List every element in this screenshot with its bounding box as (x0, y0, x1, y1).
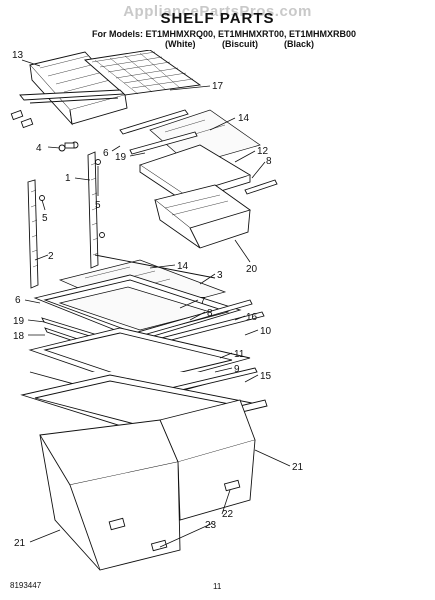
wire-shelf (83, 50, 202, 96)
crisper-pan-right (159, 399, 256, 521)
shelf-bracket-left (27, 179, 45, 289)
callout-23: 23 (205, 520, 217, 531)
shelf-bracket-right (87, 151, 105, 269)
callout-8-upper: 8 (266, 156, 272, 167)
callout-15: 15 (260, 371, 272, 382)
callout-7: 7 (200, 296, 206, 307)
upper-glass-shelf (119, 109, 278, 203)
crisper-pan-left (39, 419, 181, 571)
callout-13: 13 (12, 50, 24, 61)
callout-6-upper: 6 (103, 148, 109, 159)
variant-biscuit: (Biscuit) (222, 39, 258, 49)
callout-5-left: 5 (42, 213, 48, 224)
exploded-parts-diagram: 13 17 14 4 19 6 12 8 1 5 5 20 2 14 3 6 7… (10, 50, 304, 571)
page-number: 11 (213, 582, 222, 591)
callout-2: 2 (48, 251, 54, 262)
callout-16: 16 (246, 312, 258, 323)
callout-6-lower: 6 (15, 295, 21, 306)
callout-21-left: 21 (14, 538, 26, 549)
watermark: AppliancePartsPros.com (123, 3, 312, 20)
callout-17: 17 (212, 81, 224, 92)
callout-3: 3 (217, 270, 223, 281)
callout-21-right: 21 (292, 462, 304, 473)
models-line: For Models: ET1MHMXRQ00, ET1MHMXRT00, ET… (92, 29, 357, 39)
callout-14-upper: 14 (238, 113, 250, 124)
callout-11: 11 (234, 349, 245, 360)
callout-22: 22 (222, 509, 234, 520)
callout-12: 12 (257, 146, 269, 157)
callout-5-right: 5 (95, 200, 101, 211)
shelf-rails-upper (10, 89, 126, 129)
callout-20: 20 (246, 264, 258, 275)
page-title: SHELF PARTS (160, 10, 275, 27)
callout-19-upper: 19 (115, 152, 127, 163)
shelf-clips (58, 141, 79, 152)
variant-black: (Black) (284, 39, 315, 49)
callout-numbers: 13 17 14 4 19 6 12 8 1 5 5 20 2 14 3 6 7… (12, 50, 304, 549)
leader-lines (21, 59, 291, 548)
variant-white: (White) (165, 39, 196, 49)
crisper-drawer (154, 184, 252, 249)
callout-14-lower: 14 (177, 261, 189, 272)
callout-4: 4 (36, 143, 42, 154)
callout-8-lower: 8 (207, 308, 213, 319)
document-number: 8193447 (10, 581, 42, 590)
callout-18: 18 (13, 331, 25, 342)
callout-19-lower: 19 (13, 316, 25, 327)
callout-1: 1 (65, 173, 71, 184)
callout-9: 9 (234, 364, 240, 375)
callout-10: 10 (260, 326, 272, 337)
